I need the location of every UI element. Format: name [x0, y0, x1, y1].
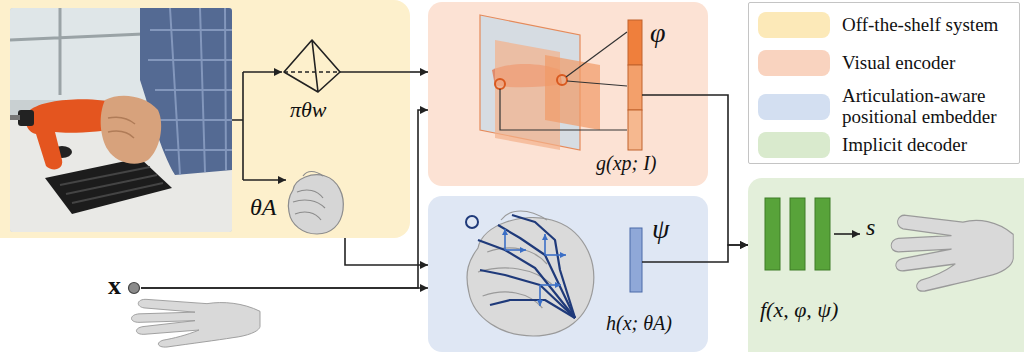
symbol-label: s — [866, 214, 875, 240]
joint-axes — [505, 229, 566, 306]
legend-swatch — [758, 94, 830, 120]
function-label: f(x, φ, ψ) — [760, 298, 838, 322]
function-label: θA — [250, 194, 276, 220]
symbol-label: πθw — [290, 98, 327, 122]
query-hand — [132, 299, 261, 347]
embedding-vector — [630, 228, 642, 292]
input-photo — [10, 8, 232, 232]
symbol-label: φ — [650, 18, 666, 49]
input-point: x — [108, 270, 141, 306]
function-label: g(xp; I) — [596, 152, 657, 174]
query-dot — [129, 283, 140, 294]
legend-entry: Off-the-shelf system — [758, 9, 1016, 41]
hand-skeleton — [466, 215, 575, 318]
query-point — [127, 281, 141, 295]
legend-box: Off-the-shelf systemVisual encoderArticu… — [748, 2, 1020, 164]
skeleton-hand — [467, 211, 594, 336]
legend-entry: Implicit decoder — [758, 129, 1016, 161]
hand-pose — [288, 172, 343, 235]
connector-arrow — [141, 110, 428, 288]
decoder-layers — [765, 198, 830, 270]
legend-text: Articulation-aware positional embedder — [842, 86, 1014, 128]
connector-arrow — [708, 95, 748, 245]
legend-swatch — [758, 132, 830, 158]
symbol-label: ψ — [652, 214, 669, 245]
function-label: h(x; θA) — [606, 312, 672, 334]
connector-arrow — [345, 238, 428, 265]
reconstructed-hand — [891, 215, 1013, 291]
connector-arrow — [708, 245, 748, 262]
feature-planes — [480, 15, 627, 150]
legend-text: Visual encoder — [842, 53, 1014, 74]
legend-swatch — [758, 50, 830, 76]
symbol-label: x — [108, 272, 121, 301]
feature-out-line — [642, 94, 708, 96]
connector-arrow — [141, 287, 428, 289]
legend-entry: Articulation-aware positional embedder — [758, 85, 1016, 129]
embedding-out-line — [642, 261, 708, 263]
output-arrow — [834, 233, 860, 235]
legend-entry: Visual encoder — [758, 47, 1016, 79]
legend-text: Off-the-shelf system — [842, 15, 1014, 36]
connector-arrow — [410, 71, 428, 73]
legend-swatch — [758, 12, 830, 38]
camera-frustum — [284, 40, 340, 92]
feature-vector — [628, 20, 642, 150]
legend-text: Implicit decoder — [842, 135, 1014, 156]
